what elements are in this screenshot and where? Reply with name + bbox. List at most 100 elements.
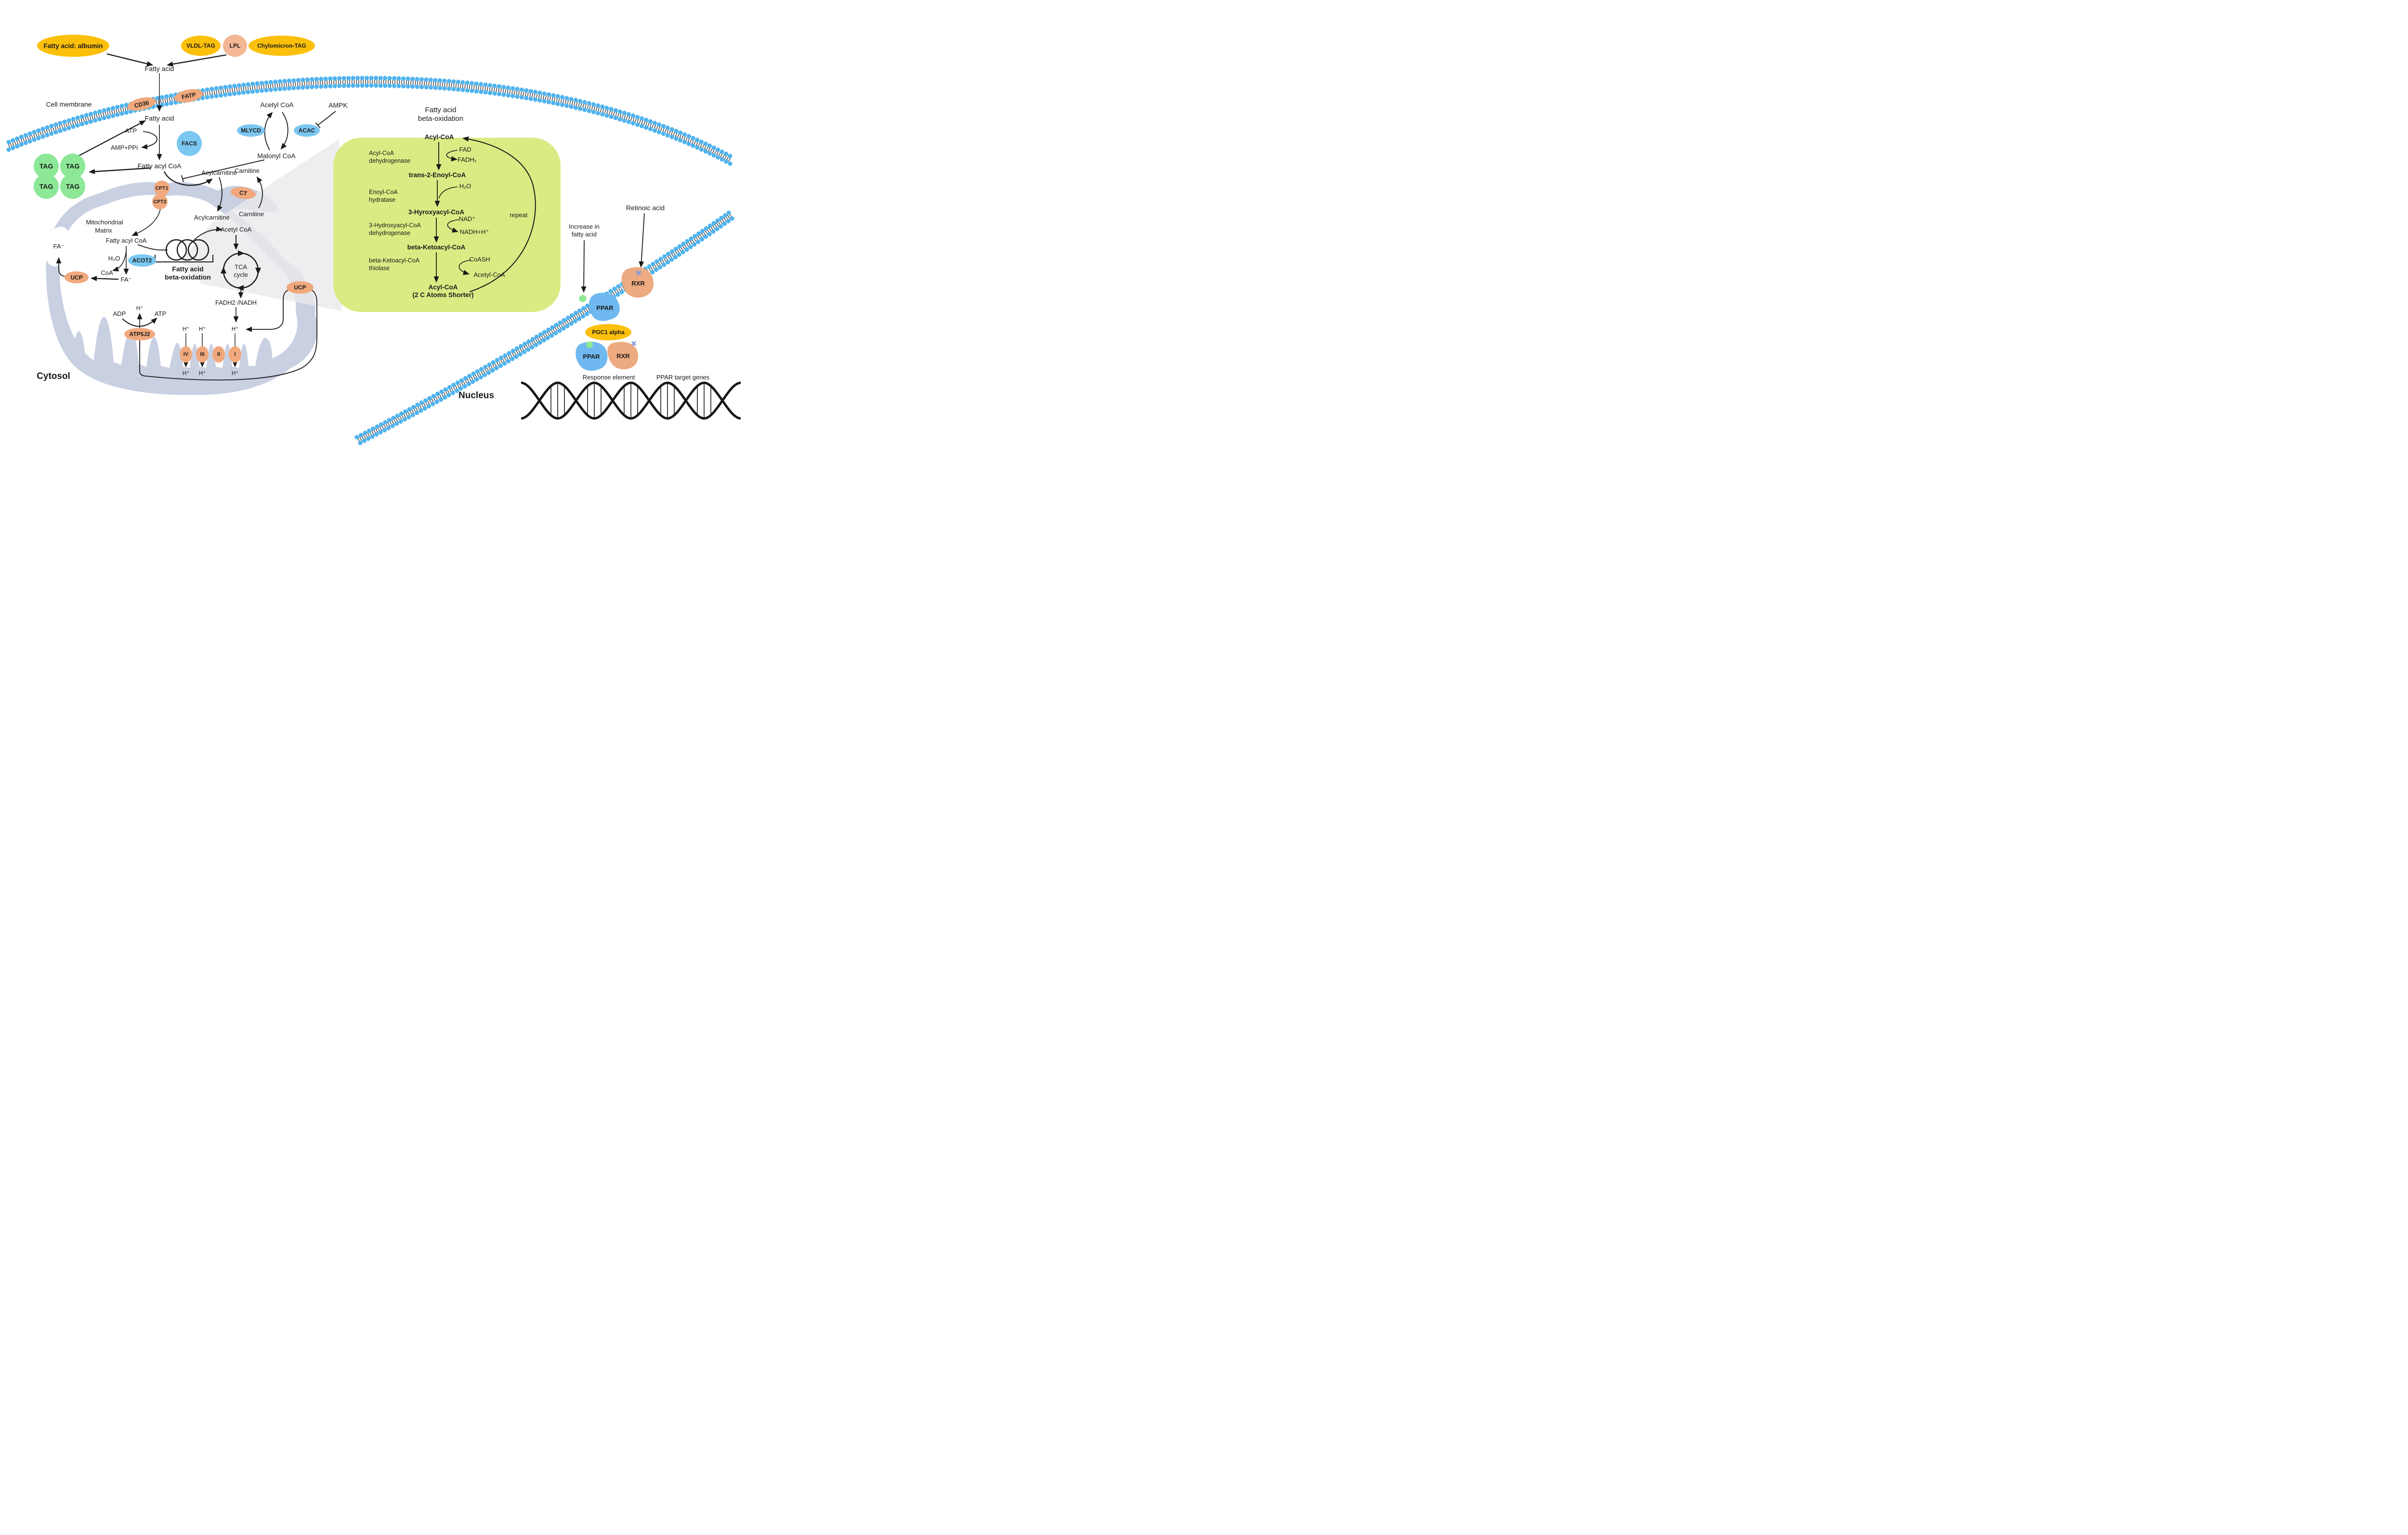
label-gb-acetyl: Acetyl-CoA: [473, 271, 505, 279]
fatty-acid-ligand-dot: [579, 295, 587, 302]
label-amp-ppi: AMP+PPi: [111, 144, 138, 152]
node-cpt2: CPT2: [152, 194, 168, 209]
label-gb-enz4a: beta-Ketoacyl-CoA: [369, 257, 419, 264]
node-vldl-tag: VLDL-TAG: [181, 36, 221, 56]
label-gb-fad: FAD: [459, 146, 471, 154]
label-increase-2: fatty acid: [571, 231, 597, 238]
arrow-acetyl-to-malonyl: [280, 112, 288, 150]
arrow-acylcarnitine-in: [217, 177, 222, 212]
label-gb-enz1b: dehydrogenase: [369, 157, 411, 164]
label-ppar-lower: PPAR: [583, 353, 600, 361]
arrow-ucp-to-faleft: [56, 257, 65, 277]
nuclear-membrane-bilayer-icon: [354, 209, 736, 445]
label-fatty-acyl-coa-matrix: Fatty acyl CoA: [105, 237, 147, 245]
arrow-famid-to-ucp: [91, 275, 119, 281]
label-fa-left: FA⁻: [53, 243, 65, 250]
label-carnitine-outer: Carnitine: [234, 167, 260, 175]
label-gb-acyl-coa: Acyl-CoA: [424, 133, 454, 141]
node-complex-ii: II: [212, 346, 225, 363]
node-atp5j2: ATP5J2: [124, 328, 155, 340]
label-gb-nad: NAD⁺: [458, 215, 476, 223]
rxr-blob-lower-icon: [607, 342, 639, 370]
node-chylomicron-tag: Chylomicron-TAG: [249, 36, 315, 56]
beta-oxidation-panel: [333, 138, 561, 312]
label-gb-enz3b: dehydrogenase: [369, 230, 411, 236]
arrow-adp-to-atp: [122, 317, 157, 327]
ppar-blob-upper-icon: [589, 293, 620, 321]
node-tag-4: TAG: [60, 174, 85, 199]
label-h-atp5j2: H⁺: [136, 305, 144, 312]
label-adp: ADP: [113, 310, 126, 318]
node-lpl: LPL: [223, 35, 247, 57]
label-h-below-c3: H⁺: [198, 370, 206, 377]
rxr-blob-upper-icon: [621, 267, 654, 298]
arrow-carnitine-out: [256, 176, 263, 208]
arrow-gb-nad: [447, 219, 459, 233]
arrow-fattyacylcoa-to-tag: [89, 167, 151, 174]
fatty-acid-ligand-dot-lower: [586, 341, 593, 348]
label-atp-synthase: ATP: [154, 310, 167, 318]
label-gb-acyl-short-2: (2 C Atoms Shorter): [412, 291, 474, 299]
node-acot2: ACOT2: [128, 254, 156, 267]
label-gb-title-2: beta-oxidation: [418, 115, 464, 123]
label-fa-mid: FA⁻: [120, 276, 132, 284]
label-gb-hydroxy: 3-Hyroxyacyl-CoA: [408, 208, 465, 216]
label-fatty-acyl-coa-cytosol: Fatty acyl CoA: [137, 162, 182, 170]
label-betaox-matrix-2: beta-oxidation: [165, 273, 211, 281]
label-increase-1: Increase in: [569, 223, 600, 231]
arrow-gb-fad: [446, 150, 458, 162]
label-ampk: AMPK: [328, 101, 348, 109]
label-fadh-nadh: FADH2 /NADH: [215, 299, 257, 307]
arrow-gb-coash: [458, 260, 471, 275]
node-complex-iv: IV: [180, 346, 192, 363]
node-complex-i: I: [229, 346, 241, 363]
arrow-albumin-to-fattyacid: [106, 53, 153, 66]
label-gb-enz4b: thiolase: [369, 265, 390, 272]
label-gb-repeat: repeat: [510, 211, 528, 219]
label-ppar-target-genes: PPAR target genes: [656, 374, 710, 381]
pathway-diagram: Fatty acid: albumin VLDL-TAG LPL Chylomi…: [0, 0, 744, 446]
retinoic-x-lower-icon: ✖: [630, 340, 637, 348]
label-gb-ketoacyl: beta-Ketoacyl-CoA: [407, 243, 466, 251]
node-ucp-right: UCP: [287, 281, 314, 294]
label-h-above-c4: H⁺: [182, 326, 190, 332]
inhibition-malonyl-cpt1: [181, 159, 265, 182]
label-gb-acyl-short-1: Acyl-CoA: [428, 283, 458, 291]
label-gb-enz2b: hydratase: [369, 196, 395, 203]
arrows: [56, 53, 645, 381]
label-fatty-acid-top: Fatty acid: [144, 65, 174, 73]
diagram-graphics: [6, 53, 741, 445]
node-mlycd: MLYCD: [237, 124, 265, 137]
label-rxr-upper: RXR: [631, 280, 645, 287]
label-tca-cycle: cycle: [234, 271, 248, 279]
label-coa: CoA: [101, 269, 113, 277]
label-gb-enz3a: 3-Hydroxyacyl-CoA: [369, 222, 421, 229]
label-mito-matrix-1: Mitochondrial: [86, 219, 123, 226]
label-retinoic-acid: Retinoic acid: [626, 204, 665, 212]
arrow-malonyl-to-acetyl: [264, 112, 273, 151]
cristae-icon: [71, 317, 283, 384]
ppar-blob-lower-icon: [576, 341, 608, 371]
label-acetyl-coa-cytosol: Acetyl CoA: [260, 101, 294, 109]
retinoic-x-upper-icon: ✖: [635, 269, 642, 278]
label-mito-matrix-2: Matrix: [95, 227, 112, 234]
label-h-above-c3: H⁺: [198, 326, 206, 332]
label-h2o-matrix: H₂O: [108, 255, 120, 262]
node-acac: ACAC: [294, 124, 320, 137]
label-malonyl-coa: Malonyl CoA: [257, 152, 296, 160]
arrow-cpt2-to-fattyacylcoa: [131, 208, 161, 236]
arrow-fattyacylcoa-to-acylcarnitine: [163, 171, 213, 186]
node-pgc1-alpha: PGC1 alpha: [585, 324, 631, 340]
label-gb-title-1: Fatty acid: [425, 106, 457, 115]
label-gb-fadh2: FADH₂: [458, 156, 477, 164]
label-carnitine-inner: Carnitine: [238, 210, 264, 218]
zoom-wedge-icon: [181, 139, 342, 311]
dna-helix-icon: [521, 381, 741, 420]
arrow-ucp-to-h: [246, 289, 289, 332]
arrow-lpl-to-fattyacid: [167, 54, 227, 67]
label-betaox-matrix-1: Fatty acid: [172, 265, 204, 273]
label-tca: TCA: [235, 263, 247, 271]
label-h-above-c1: H⁺: [231, 326, 239, 332]
label-atp-facs: ATP: [125, 127, 137, 135]
node-ucp-left: UCP: [65, 271, 89, 284]
